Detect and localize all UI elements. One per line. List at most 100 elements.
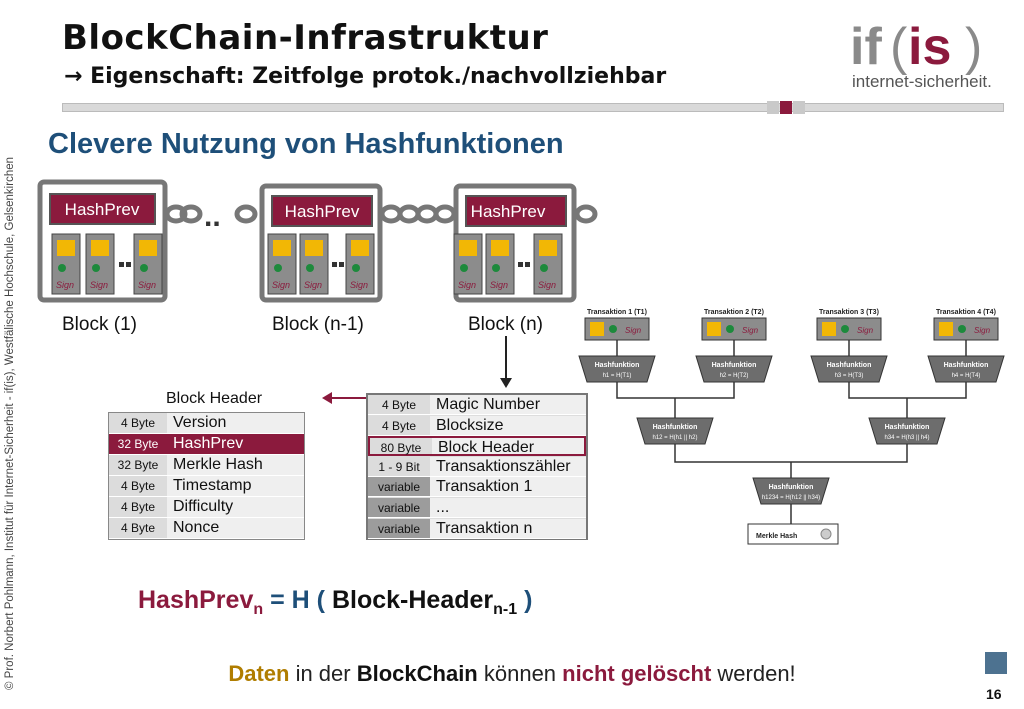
svg-text:Sign: Sign xyxy=(138,280,156,290)
row-size: variable xyxy=(368,518,430,538)
svg-text:h1234 = H(h12 || h34): h1234 = H(h12 || h34) xyxy=(762,495,820,501)
transaction-label: Transaktion 2 (T2) xyxy=(704,309,764,316)
block-header-row: 32 Byte Merkle Hash xyxy=(109,455,304,476)
block-1-label: Block (1) xyxy=(62,314,137,335)
svg-text:h4 = H(T4): h4 = H(T4) xyxy=(952,373,981,379)
logo-subtitle: internet-sicherheit. xyxy=(852,72,992,91)
svg-text:Sign: Sign xyxy=(625,326,642,335)
row-size: variable xyxy=(368,477,430,497)
hashprev-formula: HashPrevn = H ( Block-Headern-1 ) xyxy=(138,586,533,618)
row-field: Transaktion n xyxy=(430,518,586,538)
hash-function-box: Hashfunktion h3 = H(T3) xyxy=(810,355,888,383)
row-field: Transaktionszähler xyxy=(430,456,586,476)
svg-text:(: ( xyxy=(890,18,908,76)
transaction-label: Transaktion 4 (T4) xyxy=(936,309,996,316)
hash-function-box: Hashfunktion h1 = H(T1) xyxy=(578,355,656,383)
block-header-row: 4 Byte Nonce xyxy=(109,518,304,539)
row-field: HashPrev xyxy=(167,434,304,454)
svg-text:Hashfunktion: Hashfunktion xyxy=(712,362,757,369)
svg-text:h1 = H(T1): h1 = H(T1) xyxy=(603,373,632,379)
chain-dots: .. xyxy=(204,200,221,233)
merkle-hash-result: Merkle Hash xyxy=(756,533,797,540)
block-n-header: HashPrev xyxy=(471,202,546,221)
block-header-row: 32 Byte HashPrev xyxy=(109,434,304,455)
svg-text:is: is xyxy=(908,18,951,76)
row-field: Merkle Hash xyxy=(167,455,304,475)
svg-text:): ) xyxy=(965,18,982,76)
row-size: 4 Byte xyxy=(120,521,156,535)
page-title: BlockChain-Infrastruktur xyxy=(62,18,549,58)
block-header-row: 4 Byte Version xyxy=(109,413,304,434)
transaction-label: Transaktion 1 (T1) xyxy=(587,309,647,316)
row-field: Nonce xyxy=(167,518,304,538)
transaction-box: Transaktion 2 (T2) Sign xyxy=(701,309,767,341)
svg-text:Sign: Sign xyxy=(538,280,556,290)
svg-text:Hashfunktion: Hashfunktion xyxy=(944,362,989,369)
hash-function-box: Hashfunktion h4 = H(T4) xyxy=(927,355,1005,383)
hash-function-box: Hashfunktion h2 = H(T2) xyxy=(695,355,773,383)
row-size: variable xyxy=(368,498,430,517)
svg-text:Hashfunktion: Hashfunktion xyxy=(827,362,872,369)
hash-function-box: Hashfunktion h34 = H(h3 || h4) xyxy=(868,417,946,445)
blockchain-diagram: .. HashPrev HashPrev HashPrev Sign Sign … xyxy=(36,176,601,346)
block-header-title: Block Header xyxy=(166,390,263,407)
svg-text:Sign: Sign xyxy=(742,326,759,335)
svg-text:h2 = H(T2): h2 = H(T2) xyxy=(720,373,749,379)
row-size: 80 Byte xyxy=(370,438,432,455)
block-1-header: HashPrev xyxy=(65,200,140,219)
transaction-box: Transaktion 4 (T4)Sign xyxy=(933,309,999,341)
header-rule xyxy=(62,101,1004,114)
logo: if ( is ) xyxy=(848,4,998,96)
svg-text:h34 = H(h3 || h4): h34 = H(h3 || h4) xyxy=(885,435,930,441)
subtitle-text: Eigenschaft: Zeitfolge protok./nachvollz… xyxy=(90,64,667,89)
svg-text:Hashfunktion: Hashfunktion xyxy=(595,362,640,369)
transaction-tiles: Sign Sign Sign Sign Sign Sign Sign Sign … xyxy=(51,233,563,295)
svg-text:Hashfunktion: Hashfunktion xyxy=(885,424,930,431)
page-number: 16 xyxy=(986,686,1002,702)
svg-text:Sign: Sign xyxy=(90,280,108,290)
svg-text:Sign: Sign xyxy=(272,280,290,290)
svg-text:Sign: Sign xyxy=(304,280,322,290)
svg-text:Sign: Sign xyxy=(350,280,368,290)
footer-statement: Daten in der BlockChain können nicht gel… xyxy=(228,661,796,686)
svg-text:h3 = H(T3): h3 = H(T3) xyxy=(835,373,864,379)
row-size: 1 - 9 Bit xyxy=(368,456,430,476)
row-size: 4 Byte xyxy=(120,479,156,493)
block-structure-row: variable... xyxy=(368,498,586,518)
block-n-label: Block (n) xyxy=(468,314,543,335)
svg-text:h12 = H(h1 || h2): h12 = H(h1 || h2) xyxy=(653,435,698,441)
transaction-box: Transaktion 1 (T1) Sign xyxy=(584,309,650,341)
page-subtitle: → Eigenschaft: Zeitfolge protok./nachvol… xyxy=(64,64,666,89)
hash-functions: Hashfunktion h1 = H(T1) Hashfunktion h2 = H… xyxy=(578,355,1005,505)
copyright-note: © Prof. Norbert Pohlmann, Institut für I… xyxy=(4,156,16,690)
transaction-label: Transaktion 3 (T3) xyxy=(819,309,879,316)
row-field: Version xyxy=(167,413,304,433)
row-field: Blocksize xyxy=(430,415,586,435)
row-size: 32 Byte xyxy=(117,437,159,451)
row-size: 4 Byte xyxy=(120,416,156,430)
row-size: 4 Byte xyxy=(368,415,430,435)
row-field: Block Header xyxy=(432,438,584,456)
svg-text:if: if xyxy=(850,18,882,76)
row-field: ... xyxy=(430,498,586,517)
hash-function-box: Hashfunktion h12 = H(h1 || h2) xyxy=(636,417,714,445)
transaction-box: Transaktion 3 (T3)Sign xyxy=(816,309,882,341)
svg-text:Sign: Sign xyxy=(458,280,476,290)
svg-text:Hashfunktion: Hashfunktion xyxy=(653,424,698,431)
block-n-1-header: HashPrev xyxy=(285,202,360,221)
arrow-icon: → xyxy=(64,64,83,89)
row-field: Magic Number xyxy=(430,395,586,414)
svg-text:Sign: Sign xyxy=(490,280,508,290)
block-n-1-label: Block (n-1) xyxy=(272,314,364,335)
row-size: 32 Byte xyxy=(117,458,159,472)
svg-text:Sign: Sign xyxy=(56,280,74,290)
row-size: 4 Byte xyxy=(120,500,156,514)
